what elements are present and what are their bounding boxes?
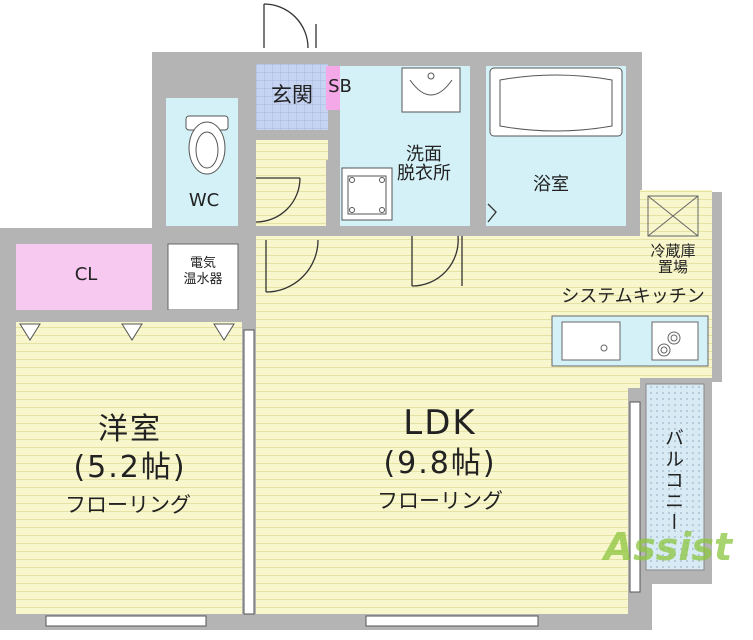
closet-doors — [19, 323, 235, 341]
genkan-label: 玄関 — [271, 83, 313, 107]
cl-area — [16, 244, 152, 310]
ldk-floor: フローリング — [377, 489, 503, 513]
wash-basin-icon — [401, 67, 461, 113]
ldk-size: (9.8帖) — [383, 446, 497, 481]
reizoko-label: 冷蔵庫 置場 — [650, 242, 696, 276]
balcony-label: バルコニー — [661, 427, 684, 533]
youshitsu-floor: フローリング — [65, 493, 191, 517]
kitchen-label: システムキッチン — [561, 286, 705, 307]
kitchen-counter — [551, 315, 709, 367]
youshitsu-size: (5.2帖) — [73, 450, 187, 485]
floor-areas — [16, 140, 712, 614]
sb-label: SB — [328, 76, 352, 97]
yokushitsu-label: 浴室 — [533, 174, 569, 195]
washer-pan-icon — [341, 167, 393, 221]
cl-label: CL — [74, 264, 98, 285]
genkan-area — [256, 64, 328, 130]
denki-area — [167, 243, 239, 311]
balcony-area — [645, 383, 705, 571]
windows — [45, 329, 641, 627]
toilet-icon — [185, 115, 229, 175]
assist-logo: Assist — [603, 525, 733, 569]
wc-label: WC — [188, 190, 220, 211]
senmen-label: 洗面 脱衣所 — [397, 144, 451, 184]
youshitsu-name: 洋室 — [98, 412, 162, 447]
bathtub-icon — [489, 67, 623, 137]
fridge-space — [647, 195, 699, 237]
ldk-name: LDK — [403, 403, 477, 443]
doors — [255, 3, 497, 293]
denki-label: 電気 温水器 — [183, 256, 223, 288]
